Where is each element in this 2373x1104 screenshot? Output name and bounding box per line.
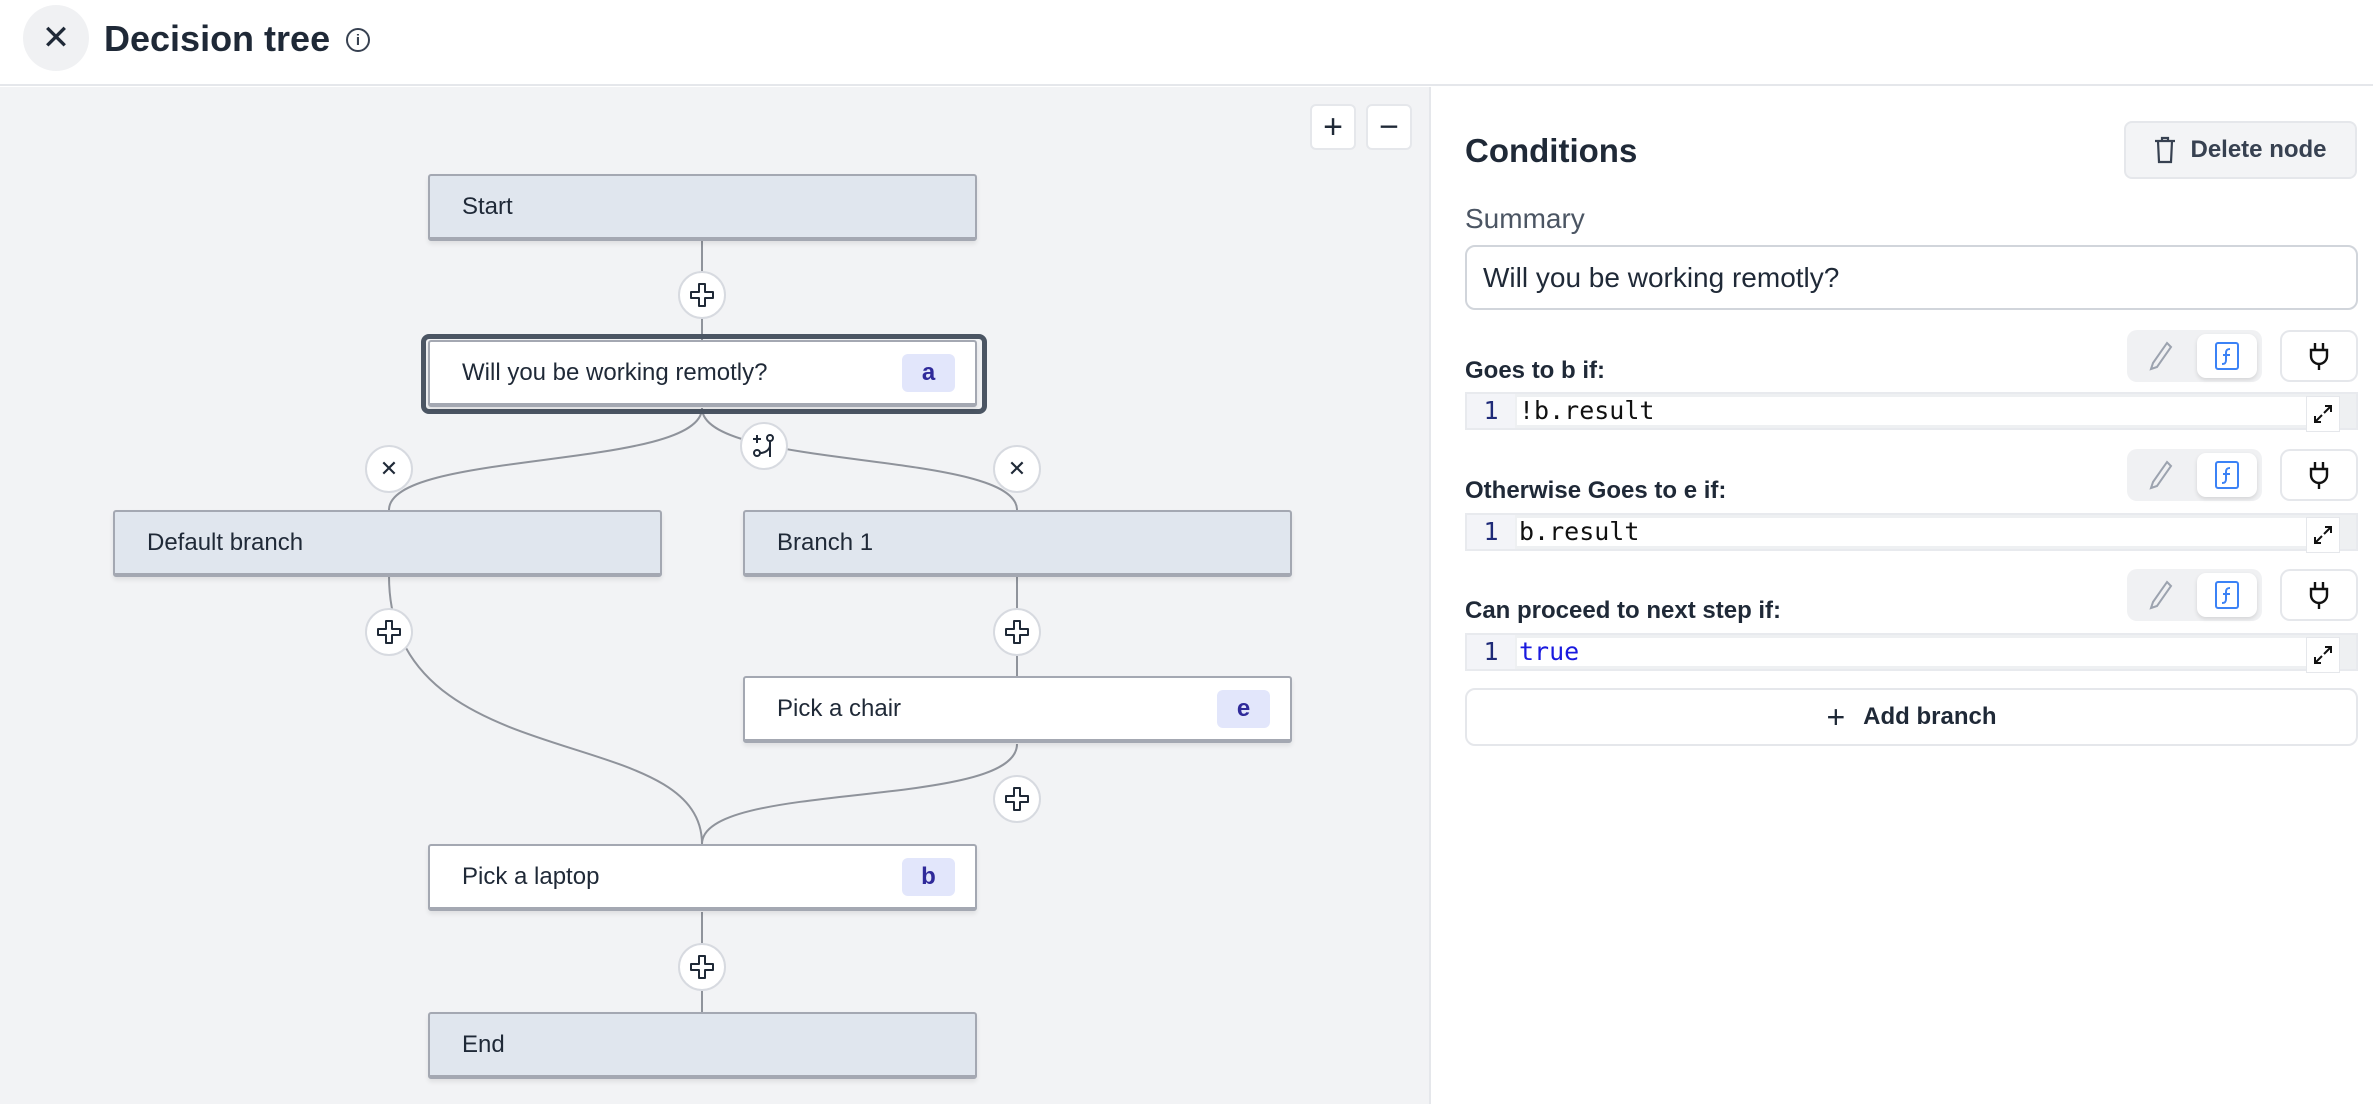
expand-icon[interactable]: [2306, 396, 2340, 432]
line-number: 1: [1467, 635, 1515, 669]
formula-mode-button[interactable]: [2197, 334, 2257, 378]
close-icon: ✕: [41, 19, 71, 57]
remove-branch-button[interactable]: ✕: [365, 445, 413, 493]
plus-icon: +: [1826, 698, 1846, 735]
mode-toggle: [2127, 569, 2262, 621]
close-button[interactable]: ✕: [23, 5, 89, 71]
condition-label: Can proceed to next step if:: [1465, 597, 1782, 624]
remove-branch-button[interactable]: ✕: [993, 445, 1041, 493]
pencil-icon: [2149, 341, 2173, 371]
panel-title: Conditions: [1465, 132, 1638, 169]
add-branch-node-button[interactable]: [740, 422, 788, 470]
function-icon: [2215, 581, 2239, 609]
node-label: Will you be working remotly?: [462, 358, 768, 386]
plug-icon: [2309, 343, 2329, 370]
node-label: Default branch: [147, 528, 304, 556]
line-number: 1: [1467, 515, 1515, 549]
expand-icon[interactable]: [2306, 517, 2340, 553]
formula-mode-button[interactable]: [2197, 453, 2257, 497]
header: ✕ Decision tree i: [0, 0, 2373, 86]
code-text[interactable]: true: [1517, 638, 2334, 666]
plus-icon: [690, 955, 714, 979]
node-badge: e: [1217, 689, 1270, 728]
connect-button[interactable]: [2280, 569, 2358, 621]
plus-icon: [690, 283, 714, 307]
flow-canvas[interactable]: + − Start Will you be working remotly?a …: [0, 87, 1431, 1104]
add-branch-label: Add branch: [1863, 703, 1997, 730]
branch-add-icon: [753, 434, 774, 457]
delete-node-button[interactable]: Delete node: [2124, 121, 2357, 179]
add-step-button[interactable]: [678, 271, 726, 319]
add-step-button[interactable]: [365, 608, 413, 656]
mode-toggle: [2127, 449, 2262, 501]
edge: [388, 575, 703, 845]
trash-icon: [2155, 136, 2176, 164]
page-title: Decision tree: [104, 18, 331, 59]
pencil-icon: [2149, 460, 2173, 490]
node-start[interactable]: Start: [428, 174, 977, 241]
summary-label: Summary: [1465, 203, 1585, 234]
info-icon[interactable]: i: [346, 28, 370, 52]
edit-mode-button[interactable]: [2135, 575, 2187, 615]
zoom-in-button[interactable]: +: [1310, 104, 1356, 150]
line-number: 1: [1467, 394, 1515, 428]
edit-mode-button[interactable]: [2135, 336, 2187, 376]
add-branch-button[interactable]: + Add branch: [1465, 688, 2358, 746]
node-end[interactable]: End: [428, 1012, 977, 1079]
mode-toggle: [2127, 330, 2262, 382]
edge: [701, 407, 1018, 511]
edit-mode-button[interactable]: [2135, 455, 2187, 495]
condition-label: Goes to b if:: [1465, 357, 1605, 384]
node-pick-laptop[interactable]: Pick a laptop b: [428, 844, 977, 911]
edges: [388, 241, 1018, 1012]
node-badge: a: [902, 353, 955, 392]
plus-icon: [1005, 787, 1029, 811]
node-badge: b: [902, 857, 955, 896]
code-text[interactable]: b.result: [1517, 518, 2334, 546]
pencil-icon: [2149, 580, 2173, 610]
connect-button[interactable]: [2280, 330, 2358, 382]
node-label: Pick a chair: [777, 694, 902, 722]
function-icon: [2215, 461, 2239, 489]
close-icon: ✕: [1007, 456, 1027, 481]
add-step-button[interactable]: [993, 608, 1041, 656]
connect-button[interactable]: [2280, 449, 2358, 501]
code-editor[interactable]: 1!b.result: [1465, 392, 2358, 432]
add-step-button[interactable]: [678, 943, 726, 991]
node-question[interactable]: Will you be working remotly? a: [428, 340, 977, 407]
zoom-out-button[interactable]: −: [1366, 104, 1412, 150]
plug-icon: [2309, 462, 2329, 489]
node-branch-1[interactable]: Branch 1: [743, 510, 1292, 577]
plus-icon: [1005, 620, 1029, 644]
selection-outline: [421, 334, 987, 414]
condition-label: Otherwise Goes to e if:: [1465, 477, 1727, 504]
function-icon: [2215, 342, 2239, 370]
code-text[interactable]: !b.result: [1517, 397, 2334, 425]
node-label: Pick a laptop: [462, 862, 600, 890]
node-pick-chair[interactable]: Pick a chair e: [743, 676, 1292, 743]
node-label: End: [462, 1030, 505, 1058]
plug-icon: [2309, 582, 2329, 609]
plus-icon: [377, 620, 401, 644]
node-label: Branch 1: [777, 528, 874, 556]
formula-mode-button[interactable]: [2197, 573, 2257, 617]
conditions-panel: Conditions Delete node Summary Goes to b…: [1433, 87, 2373, 1104]
expand-icon[interactable]: [2306, 637, 2340, 673]
close-icon: ✕: [379, 456, 399, 481]
add-step-button[interactable]: [993, 775, 1041, 823]
node-label: Start: [462, 192, 513, 220]
node-default-branch[interactable]: Default branch: [113, 510, 662, 577]
edge: [388, 407, 703, 511]
edge: [701, 743, 1018, 845]
summary-input[interactable]: [1465, 245, 2358, 310]
delete-node-label: Delete node: [2190, 136, 2327, 163]
